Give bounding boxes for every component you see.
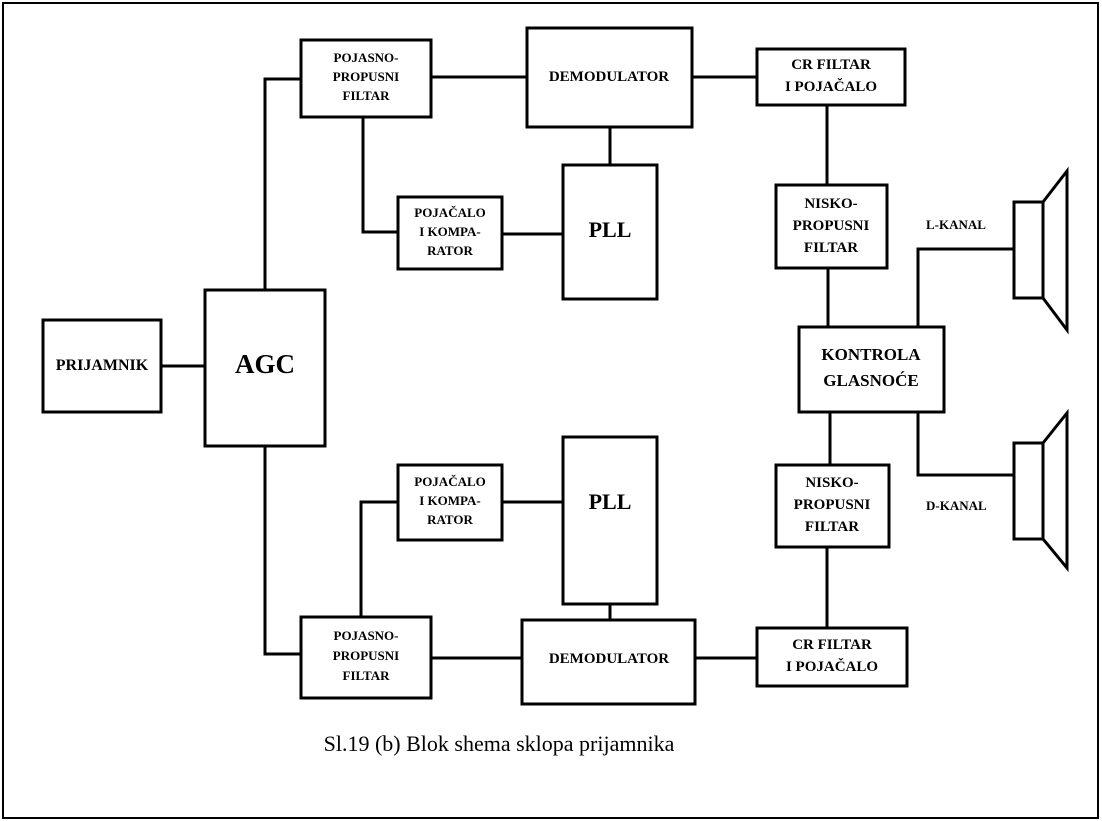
block-label-line: CR FILTAR bbox=[792, 637, 872, 653]
wire-volume-left-speaker bbox=[916, 247, 1014, 327]
volume-control-block: KONTROLA GLASNOĆE bbox=[797, 325, 946, 414]
lpf-bottom-block: NISKO- PROPUSNI FILTAR bbox=[774, 463, 891, 549]
block-label-line: KONTROLA bbox=[821, 345, 921, 364]
block-label-line: I POJAČALO bbox=[786, 658, 878, 675]
block-label-line: POJAČALO bbox=[414, 474, 486, 489]
demodulator-top-label: DEMODULATOR bbox=[549, 69, 669, 85]
block-label-line: PLL bbox=[589, 217, 632, 242]
block-label-line: POJASNO- bbox=[334, 628, 399, 643]
volume-control-label: KONTROLA GLASNOĆE bbox=[821, 345, 921, 390]
amp-comparator-top-label: POJAČALO I KOMPA- RATOR bbox=[414, 205, 486, 258]
block-label-line: DEMODULATOR bbox=[549, 69, 669, 85]
block-label-line: I KOMPA- bbox=[419, 224, 481, 239]
left-channel-label: L-KANAL bbox=[926, 217, 986, 232]
pll-bottom-block: PLL bbox=[561, 435, 659, 606]
block-label-line: PROPUSNI bbox=[794, 497, 871, 513]
wire-agc-bpf-bottom bbox=[263, 446, 301, 656]
block-label-line: PROPUSNI bbox=[793, 218, 870, 234]
prijamnik-block: PRIJAMNIK bbox=[41, 318, 163, 414]
wire-agc-bpf-top bbox=[263, 77, 301, 290]
cr-filter-bottom-label: CR FILTAR I POJAČALO bbox=[786, 637, 878, 675]
demodulator-bottom-block: DEMODULATOR bbox=[520, 618, 697, 706]
lpf-top-block: NISKO- PROPUSNI FILTAR bbox=[774, 183, 889, 270]
block-label-line: FILTAR bbox=[343, 668, 391, 683]
lpf-bottom-label: NISKO- PROPUSNI FILTAR bbox=[794, 475, 871, 535]
block-label-line: I POJAČALO bbox=[785, 78, 877, 95]
block-label-line: PRIJAMNIK bbox=[56, 357, 149, 374]
wire-bpf-amp-top bbox=[361, 117, 398, 234]
agc-label: AGC bbox=[235, 349, 295, 379]
connections bbox=[161, 75, 1014, 660]
block-label-line: POJAČALO bbox=[414, 205, 486, 220]
block-label-line: GLASNOĆE bbox=[823, 371, 918, 390]
bpf-top-label: POJASNO- PROPUSNI FILTAR bbox=[333, 50, 399, 103]
block-label-line: NISKO- bbox=[804, 196, 857, 212]
block-label-line: FILTAR bbox=[804, 240, 858, 256]
cr-filter-top-label: CR FILTAR I POJAČALO bbox=[785, 57, 877, 95]
right-channel-label: D-KANAL bbox=[926, 498, 987, 513]
amp-comparator-bottom-block: POJAČALO I KOMPA- RATOR bbox=[396, 463, 504, 542]
right-speaker-icon bbox=[1012, 408, 1069, 573]
wire-volume-right-speaker bbox=[916, 412, 1014, 477]
block-label-line: PLL bbox=[589, 489, 632, 514]
amp-comparator-bottom-label: POJAČALO I KOMPA- RATOR bbox=[414, 474, 486, 527]
cr-filter-top-block: CR FILTAR I POJAČALO bbox=[755, 47, 907, 107]
block-label-line: DEMODULATOR bbox=[549, 651, 669, 667]
wire-bpf-amp-bottom bbox=[359, 500, 398, 617]
block-label-line: NISKO- bbox=[805, 475, 858, 491]
left-speaker-icon bbox=[1012, 166, 1069, 335]
bpf-bottom-block: POJASNO- PROPUSNI FILTAR bbox=[299, 615, 433, 700]
amp-comparator-top-block: POJAČALO I KOMPA- RATOR bbox=[396, 195, 504, 271]
block-label-line: RATOR bbox=[427, 512, 473, 527]
block-label-line: PROPUSNI bbox=[333, 69, 399, 84]
block-label-line: AGC bbox=[235, 349, 295, 379]
demodulator-bottom-label: DEMODULATOR bbox=[549, 651, 669, 667]
block-label-line: RATOR bbox=[427, 243, 473, 258]
block-label-line: POJASNO- bbox=[334, 50, 399, 65]
prijamnik-label: PRIJAMNIK bbox=[56, 357, 149, 374]
block-label-line: CR FILTAR bbox=[791, 57, 871, 73]
pll-top-block: PLL bbox=[561, 163, 659, 301]
figure-caption: Sl.19 (b) Blok shema sklopa prijamnika bbox=[324, 731, 675, 756]
block-label-line: FILTAR bbox=[343, 88, 391, 103]
pll-bottom-label: PLL bbox=[589, 489, 632, 514]
bpf-top-block: POJASNO- PROPUSNI FILTAR bbox=[299, 38, 433, 119]
cr-filter-bottom-block: CR FILTAR I POJAČALO bbox=[755, 626, 909, 688]
lpf-top-label: NISKO- PROPUSNI FILTAR bbox=[793, 196, 870, 256]
demodulator-top-block: DEMODULATOR bbox=[525, 26, 694, 129]
block-label-line: FILTAR bbox=[805, 519, 859, 535]
pll-top-label: PLL bbox=[589, 217, 632, 242]
block-label-line: I KOMPA- bbox=[419, 493, 481, 508]
block-label-line: PROPUSNI bbox=[333, 648, 399, 663]
bpf-bottom-label: POJASNO- PROPUSNI FILTAR bbox=[333, 628, 399, 683]
agc-block: AGC bbox=[203, 288, 327, 448]
